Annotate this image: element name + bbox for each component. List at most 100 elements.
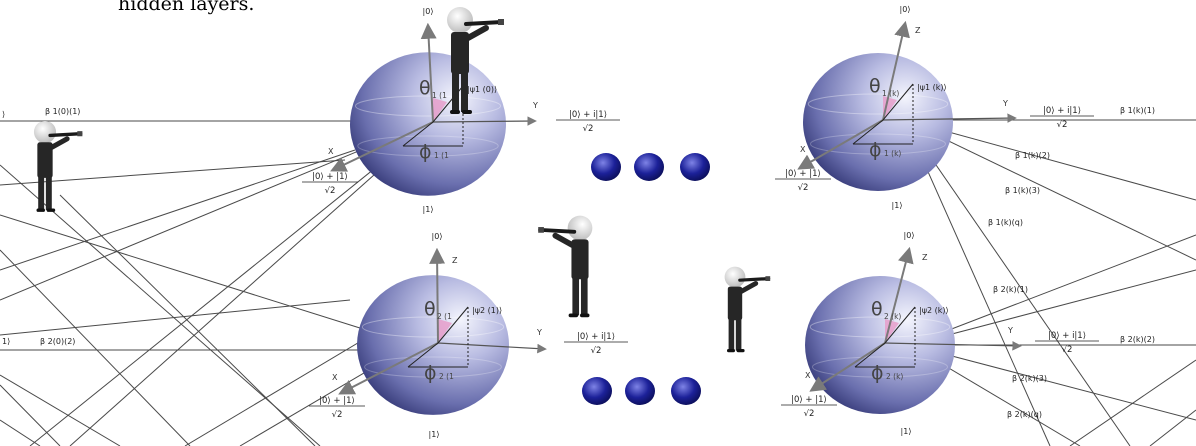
theta-subscript: 1 (k) bbox=[882, 89, 899, 98]
ellipsis-dot bbox=[671, 377, 701, 405]
connection-line bbox=[69, 124, 431, 446]
figure-body bbox=[727, 286, 743, 321]
connection-line bbox=[29, 139, 411, 446]
z-axis-label: Z bbox=[922, 253, 928, 262]
x-state-denominator: √2 bbox=[325, 186, 336, 196]
figure-arm bbox=[739, 281, 759, 294]
x-state-denominator: √2 bbox=[332, 410, 343, 420]
figure-arm bbox=[49, 136, 70, 150]
x-state-denominator: √2 bbox=[804, 409, 815, 419]
y-state-numerator: |0⟩ + i|1⟩ bbox=[569, 110, 607, 120]
sphere-body bbox=[805, 276, 955, 414]
figure-shoe bbox=[568, 313, 579, 318]
y-axis-arrow bbox=[882, 113, 1017, 123]
figure-head bbox=[724, 266, 746, 288]
phi-label: ϕ bbox=[869, 139, 882, 161]
x-axis-label: X bbox=[328, 147, 334, 156]
y-state-numerator: |0⟩ + i|1⟩ bbox=[577, 332, 615, 342]
sphere-band bbox=[812, 356, 948, 378]
connection-line bbox=[909, 234, 1196, 346]
network-connections bbox=[0, 119, 1196, 446]
observer-with-telescope bbox=[724, 266, 771, 353]
figure-leg bbox=[45, 176, 52, 211]
y-axis-arrow bbox=[437, 342, 547, 354]
figure-head bbox=[447, 7, 473, 33]
z-axis-arrow bbox=[420, 22, 437, 123]
x-axis-arrow bbox=[330, 121, 434, 172]
figure-head bbox=[567, 215, 593, 241]
figure-leg bbox=[461, 72, 468, 112]
figure-shoe bbox=[462, 110, 472, 114]
connection-line bbox=[909, 269, 1196, 346]
top-ket-label: |0⟩ bbox=[900, 5, 911, 14]
figure-body bbox=[451, 32, 469, 74]
sphere-band bbox=[364, 356, 502, 378]
ellipsis-dot bbox=[582, 377, 612, 405]
projection-line bbox=[407, 342, 439, 368]
weight-label-b1-k-1: β 1(k)(1) bbox=[1120, 106, 1155, 115]
phi-subscript: 1 (k) bbox=[884, 149, 901, 158]
x-state-numerator: |0⟩ + |1⟩ bbox=[785, 169, 821, 179]
sphere-band bbox=[357, 135, 499, 157]
y-axis-arrow bbox=[432, 116, 537, 126]
figure-arm bbox=[552, 232, 576, 248]
weight-label-b1-k-q: β 1(k)(q) bbox=[988, 218, 1023, 227]
theta-label: θ bbox=[871, 298, 883, 320]
figure-shoe bbox=[46, 208, 56, 212]
connection-line bbox=[909, 344, 1196, 421]
figure-shoe bbox=[36, 208, 45, 212]
ellipsis-dots-top bbox=[591, 153, 710, 181]
sphere-band bbox=[361, 316, 505, 338]
psi-state-vector bbox=[884, 306, 916, 344]
figure-shoe bbox=[450, 110, 460, 114]
psi-state-label: |ψ1 (0)⟩ bbox=[467, 85, 497, 94]
y-state-denominator: √2 bbox=[591, 346, 602, 356]
connection-line bbox=[1149, 409, 1196, 446]
left-edge-ket-2: 1⟩ bbox=[2, 337, 10, 346]
weight-label-b1-k-2: β 1(k)(2) bbox=[1015, 151, 1050, 160]
x-axis-arrow bbox=[338, 342, 439, 395]
caption-text: hidden layers. bbox=[118, 0, 255, 15]
telescope-lens bbox=[538, 227, 544, 233]
x-state-numerator: |0⟩ + |1⟩ bbox=[791, 395, 827, 405]
theta-label: θ bbox=[419, 77, 431, 99]
weight-label-b2-k-2: β 2(k)(2) bbox=[1120, 335, 1155, 344]
observer-with-telescope bbox=[447, 7, 504, 114]
figure-leg bbox=[38, 176, 45, 211]
observer-figures bbox=[33, 7, 771, 353]
y-axis-label: Y bbox=[536, 328, 542, 337]
weight-labels: β 1(0)(1) β 2(0)(2) ⟩ 1⟩ β 1(k)(1) β 1(k… bbox=[2, 106, 1155, 419]
connection-line bbox=[904, 119, 1051, 446]
weight-label-b1-k-3: β 1(k)(3) bbox=[1005, 186, 1040, 195]
z-axis-arrow bbox=[884, 246, 914, 344]
bottom-ket-label: |1⟩ bbox=[423, 205, 434, 214]
sphere-band bbox=[810, 133, 946, 155]
y-axis-label: Y bbox=[1007, 326, 1013, 335]
weight-label-b2-k-q: β 2(k)(q) bbox=[1007, 410, 1042, 419]
ellipsis-dot bbox=[625, 377, 655, 405]
phi-subscript: 2 (1 bbox=[439, 372, 454, 381]
telescope bbox=[464, 20, 504, 26]
z-axis-label: Z bbox=[452, 256, 458, 265]
bottom-ket-label: |1⟩ bbox=[901, 427, 912, 436]
connection-line bbox=[0, 374, 121, 446]
connection-line bbox=[0, 159, 346, 186]
ellipsis-dot bbox=[634, 153, 664, 181]
connection-line bbox=[0, 214, 431, 351]
connection-line bbox=[904, 119, 1196, 201]
y-state-denominator: √2 bbox=[1057, 120, 1068, 130]
bottom-ket-label: |1⟩ bbox=[429, 430, 440, 439]
phi-label: ϕ bbox=[871, 362, 884, 384]
z-axis-label: Z bbox=[915, 26, 921, 35]
observer-with-telescope bbox=[33, 120, 83, 212]
telescope bbox=[48, 132, 83, 138]
theta-angle-wedge bbox=[433, 98, 447, 122]
figure-leg bbox=[728, 318, 735, 351]
figure-body bbox=[571, 239, 589, 280]
phi-subscript: 2 (k) bbox=[886, 372, 903, 381]
y-state-denominator: √2 bbox=[1062, 345, 1073, 355]
theta-subscript: 1 (1 bbox=[432, 91, 447, 100]
x-state-numerator: |0⟩ + |1⟩ bbox=[312, 172, 348, 182]
left-edge-ket-1: ⟩ bbox=[2, 110, 5, 119]
